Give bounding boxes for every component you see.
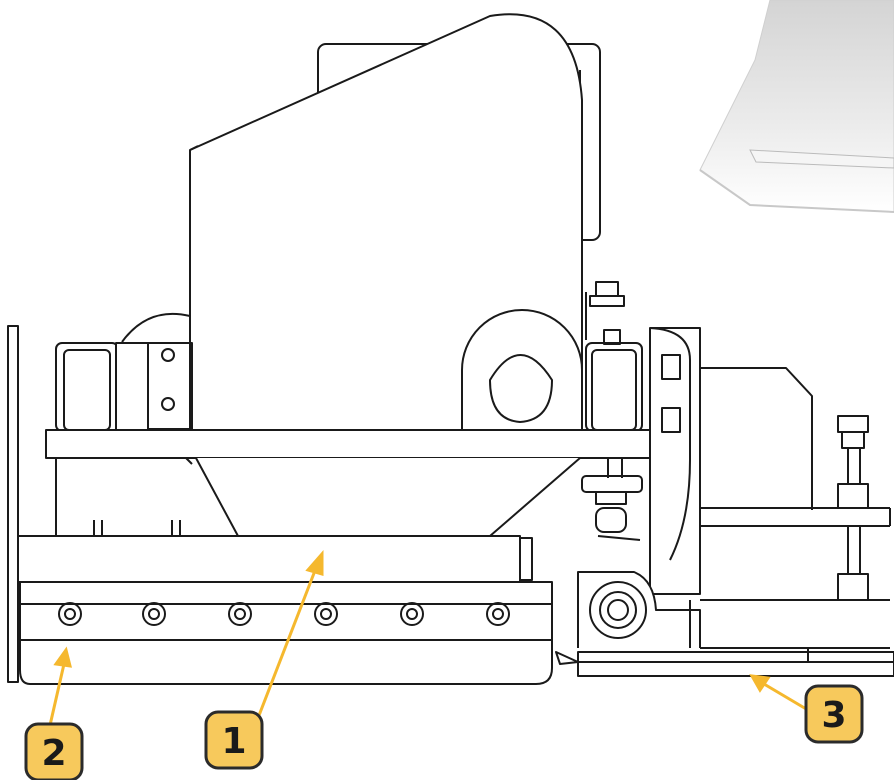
left-upright — [55, 342, 119, 432]
hex-bolt-icon — [585, 281, 625, 345]
callout-3-label: 3 — [821, 695, 846, 736]
callout-arrows — [46, 550, 819, 735]
cutting-edge — [19, 581, 553, 685]
callout-3: 3 — [804, 684, 864, 744]
left-side-plate — [7, 325, 19, 683]
roller-housing — [577, 571, 701, 648]
plate-inset — [699, 0, 894, 213]
callout-1-label: 1 — [221, 721, 246, 762]
round-bolt-icon — [58, 602, 510, 626]
side-bracket — [649, 327, 701, 595]
right-upright — [585, 342, 643, 432]
hopper — [195, 457, 581, 537]
cross-beam — [45, 429, 651, 459]
callout-2-label: 2 — [41, 733, 66, 774]
roller — [589, 581, 647, 639]
skid-plate — [577, 651, 894, 677]
callout-1: 1 — [204, 710, 264, 770]
drive-wheel — [121, 312, 191, 343]
hex-bolt-icon — [837, 415, 869, 601]
blade-holder — [17, 535, 521, 583]
lifting-eye — [461, 309, 583, 431]
callout-2: 2 — [24, 722, 84, 780]
right-frame — [700, 367, 813, 510]
